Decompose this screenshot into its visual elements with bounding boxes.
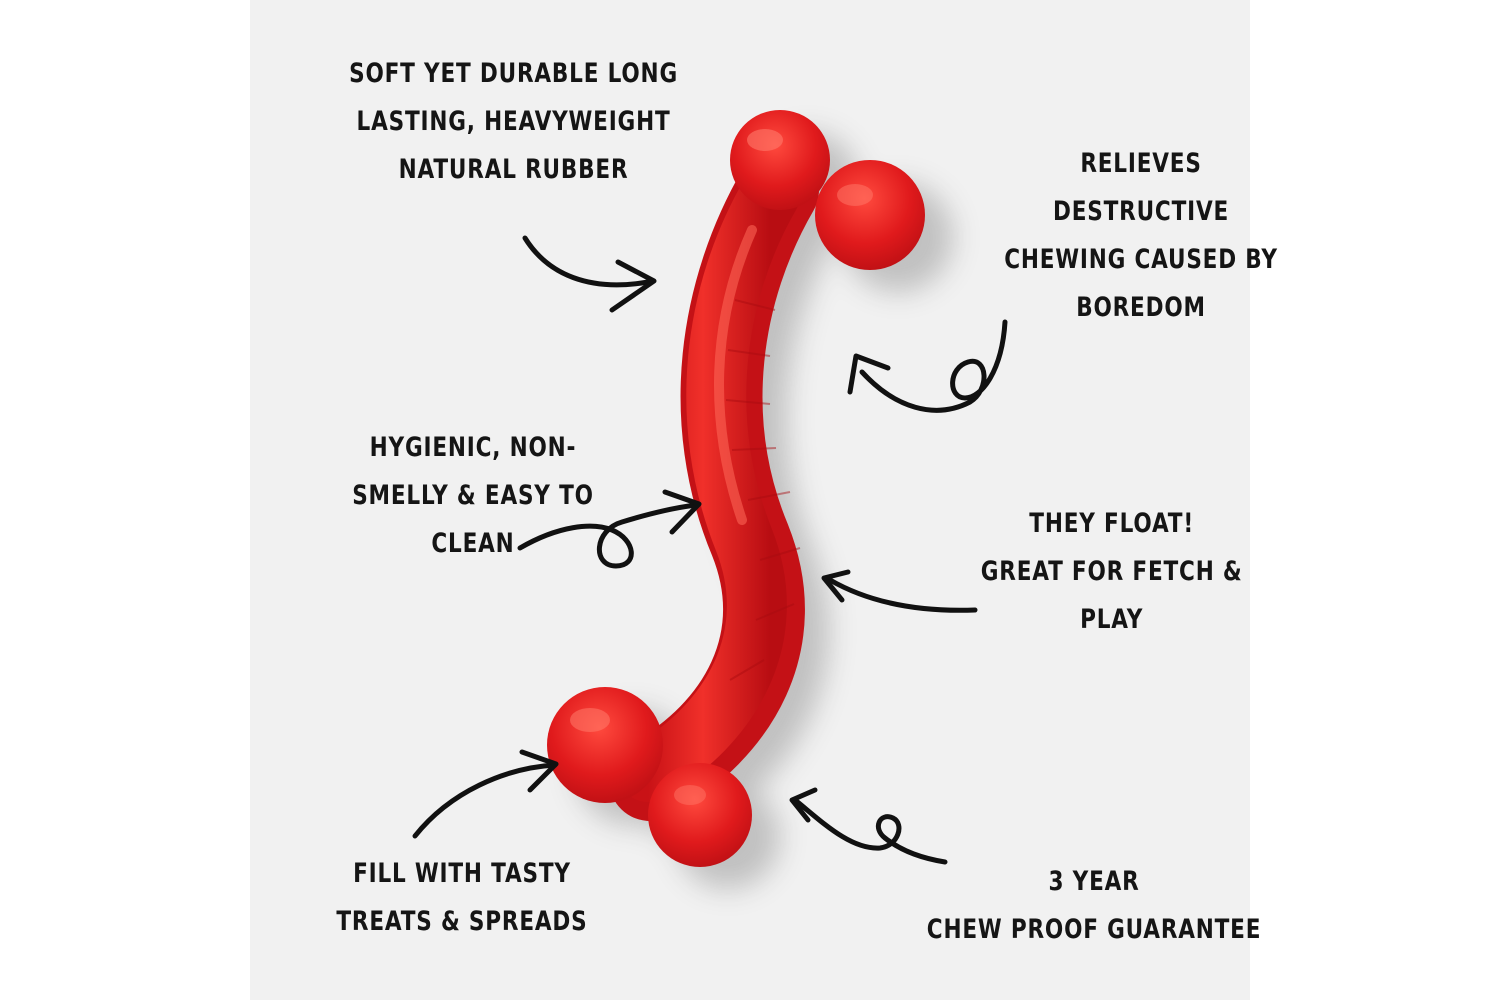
hand-drawn-arrow-icon <box>522 235 657 313</box>
callout-boredom: RELIEVES DESTRUCTIVE CHEWING CAUSED BY B… <box>1004 148 1278 323</box>
callout-hygiene: HYGIENIC, NON- SMELLY & EASY TO CLEAN <box>352 432 594 559</box>
hand-drawn-arrow-icon <box>517 489 702 569</box>
hand-drawn-arrow-icon <box>821 569 978 613</box>
hand-drawn-arrow-icon <box>412 749 559 839</box>
bone-knob-top-right <box>815 160 925 270</box>
bone-knob-bottom-left <box>547 687 663 803</box>
red-rubber-bone-toy-icon <box>547 110 953 889</box>
hand-drawn-arrow-icon <box>847 319 1008 413</box>
hand-drawn-arrow-icon <box>789 787 948 865</box>
callout-material: SOFT YET DURABLE LONG LASTING, HEAVYWEIG… <box>349 58 678 185</box>
callout-treats: FILL WITH TASTY TREATS & SPREADS <box>336 858 588 937</box>
callout-float: THEY FLOAT! GREAT FOR FETCH & PLAY <box>980 508 1243 635</box>
bone-knob-top-left <box>730 110 830 210</box>
bone-knob-bottom-right <box>648 763 752 867</box>
callout-guarantee: 3 YEAR CHEW PROOF GUARANTEE <box>926 866 1262 945</box>
